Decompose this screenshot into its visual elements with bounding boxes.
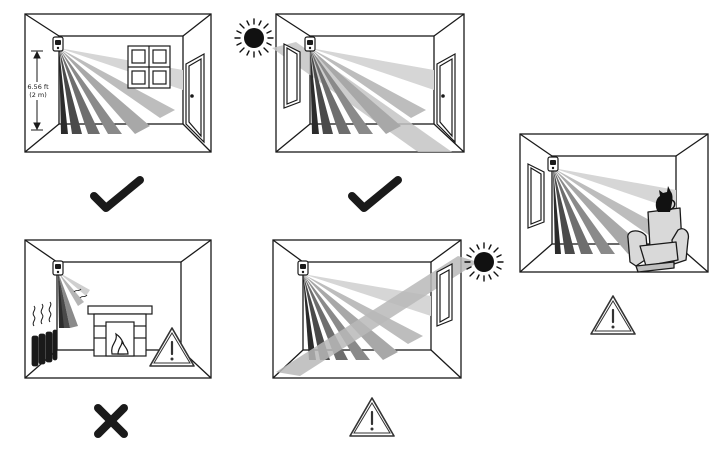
radiator-icon: [31, 329, 58, 367]
cross-icon: [94, 404, 128, 438]
check-icon: [90, 176, 144, 212]
armchair-icon: [627, 207, 690, 273]
motion-sensor-icon: [547, 156, 559, 172]
warning-icon: [589, 294, 637, 336]
sunlight-band: [276, 256, 478, 376]
door-icon: [436, 52, 456, 144]
scene-sunlight-into-sensor: [272, 239, 504, 379]
detection-beams: [310, 48, 434, 134]
warning-icon: [348, 396, 396, 438]
height-feet-label: 6.56 ft: [27, 83, 49, 91]
heat-waves: [32, 301, 52, 327]
sun-icon: [234, 18, 274, 58]
check-icon: [348, 176, 402, 212]
cat-icon: [655, 186, 676, 212]
warning-icon: [148, 326, 196, 368]
window-icon: [283, 43, 301, 109]
height-dimension: [27, 50, 49, 131]
fireplace-icon: [87, 305, 153, 357]
detection-beams: [553, 168, 676, 254]
scene-sunlight-behind: [234, 13, 465, 153]
door-icon: [185, 52, 205, 144]
motion-sensor-icon: [297, 260, 309, 276]
motion-sensor-icon: [304, 36, 316, 52]
window-icon: [127, 45, 171, 89]
detection-beams: [58, 272, 90, 328]
motion-sensor-icon: [52, 36, 64, 52]
height-meters-label: (2 m): [29, 91, 47, 99]
window-icon: [527, 163, 545, 229]
window-icon: [436, 263, 453, 327]
scene-pet-on-armchair: [519, 133, 709, 273]
scene-heat-sources: [24, 239, 212, 379]
motion-sensor-icon: [52, 260, 64, 276]
scene-correct-height: 6.56 ft (2 m): [24, 13, 212, 153]
